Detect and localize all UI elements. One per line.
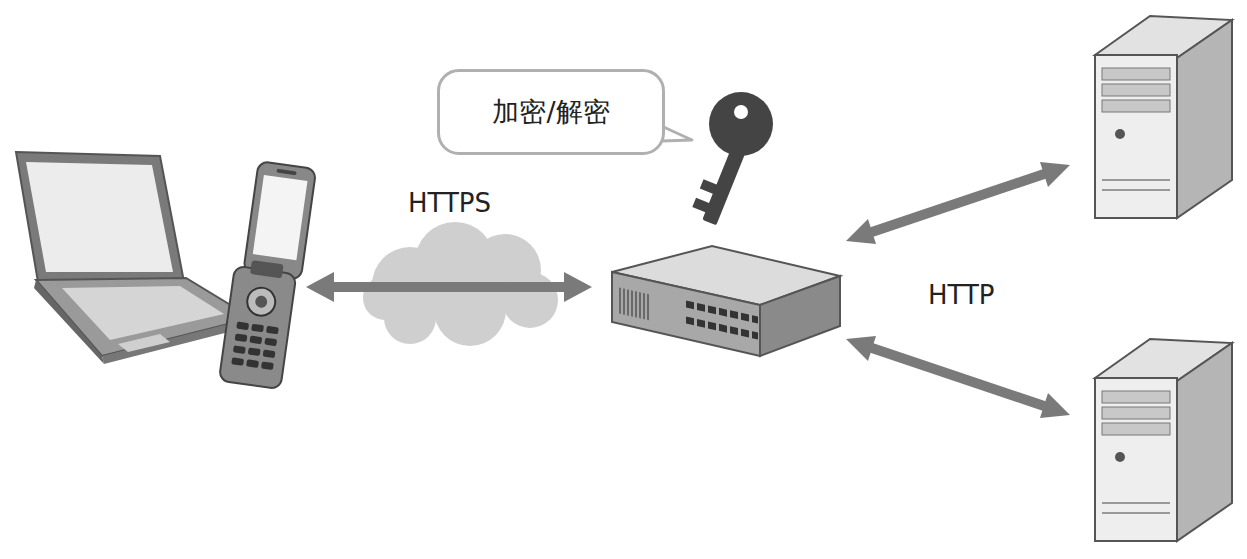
switch-icon-part-part-part: [631, 290, 633, 316]
phone-icon-part-part: [248, 347, 261, 356]
phone-icon-part-part: [246, 359, 259, 368]
server-icon-part-part: [1102, 100, 1170, 112]
server-icon-part: [1095, 55, 1177, 218]
phone-icon-part: [253, 175, 308, 260]
switch-icon-part-part-part: [719, 324, 727, 333]
phone-icon-part-part: [261, 361, 274, 370]
server-icon-part-part: [1102, 407, 1170, 419]
switch-icon-part-part-part: [741, 313, 749, 322]
switch-icon-part-part-part: [730, 326, 738, 335]
switch-icon-part-part-part: [627, 290, 629, 316]
bubble-text: 加密/解密: [492, 94, 609, 130]
phone-icon-part-part: [263, 350, 276, 359]
switch-icon-part: [760, 276, 840, 356]
switch-icon-part-part-part: [708, 305, 716, 314]
switch-icon-part-part-part: [719, 308, 727, 317]
phone-icon-part: [243, 161, 316, 280]
double-arrow: [846, 162, 1070, 418]
switch-icon-part-part-part: [647, 294, 649, 320]
switch-icon-part-part-part: [741, 329, 749, 338]
double-arrow-part: [846, 336, 876, 361]
switch-icon-part-part-part: [639, 292, 641, 318]
laptop-icon-part: [36, 278, 252, 356]
protocol-label: HTTPS: [408, 188, 491, 218]
phone-icon-part-part: [235, 333, 248, 342]
server-icon-part-part: [1102, 391, 1170, 403]
switch-icon-part-part-part: [686, 317, 694, 326]
server-icon-part: [1102, 512, 1170, 514]
server-icon-part: [1102, 68, 1170, 112]
switch-icon-part-part-part: [730, 310, 738, 319]
server-icon-part: [1102, 179, 1170, 181]
double-arrow-part: [328, 282, 572, 292]
double-arrow-part: [866, 346, 1050, 408]
key-icon: [689, 92, 773, 225]
server-icon-part-part: [1102, 423, 1170, 435]
laptop-icon-part: [26, 162, 173, 272]
switch-icon-part-part-part: [635, 291, 637, 317]
server-icon-part: [1102, 502, 1170, 504]
phone-icon-part-part: [266, 326, 279, 335]
phone-icon-part: [276, 169, 296, 176]
double-arrow-part: [306, 272, 334, 302]
cloud-shape-part: [502, 272, 558, 328]
phone-icon-part-part: [236, 322, 249, 331]
phone-icon-part-part: [233, 345, 246, 354]
phone-icon-part-part: [249, 336, 262, 345]
server-icon-part: [1177, 20, 1232, 218]
server-icon-part: [1115, 129, 1125, 139]
double-arrow-part: [1040, 162, 1070, 187]
double-arrow: [306, 272, 592, 302]
switch-icon-part-part-part: [752, 331, 758, 339]
switch-icon-part-part-part: [697, 319, 705, 328]
switch-icon-part: [620, 286, 758, 345]
phone-icon: [219, 160, 316, 390]
server-icon-part-part: [1102, 68, 1170, 80]
phone-icon-part: [219, 266, 297, 389]
switch-icon: [612, 246, 840, 356]
switch-icon-part-part-part: [708, 321, 716, 330]
double-arrow-part: [564, 272, 592, 302]
server-icon-part: [1095, 378, 1177, 541]
switch-icon-part-part-part: [697, 303, 705, 312]
server-icon-part: [1177, 343, 1232, 541]
switch-icon-part-part: [686, 301, 758, 340]
protocol-label: HTTP: [928, 280, 995, 310]
key-icon-part: [734, 105, 748, 119]
laptop-icon-part: [118, 334, 170, 352]
phone-icon-part: [231, 322, 279, 370]
server-icon-part-part: [1102, 84, 1170, 96]
phone-icon-part-part: [264, 338, 277, 347]
switch-icon-part-part: [620, 288, 648, 320]
switch-icon-part: [612, 272, 760, 356]
key-icon-part-part: [700, 179, 719, 194]
laptop-icon-part: [62, 286, 224, 340]
server-icon: [1095, 339, 1232, 541]
phone-icon-part: [245, 286, 277, 318]
phone-icon-part: [250, 260, 284, 278]
server-icon: [1095, 16, 1232, 218]
switch-icon-part-part-part: [686, 301, 694, 310]
server-icon-part: [1115, 452, 1125, 462]
laptop-icon: [16, 152, 252, 364]
key-icon-part-part: [692, 198, 711, 213]
switch-icon-part-part-part: [752, 315, 758, 323]
server-icon-part: [1102, 391, 1170, 435]
double-arrow-part: [866, 172, 1050, 234]
switch-icon-part-part-part: [623, 289, 625, 315]
switch-icon-part-part-part: [619, 288, 621, 314]
key-icon-part: [709, 92, 773, 156]
double-arrow-part: [846, 219, 876, 244]
switch-icon-part-part-part: [643, 293, 645, 319]
phone-icon-part-part: [251, 324, 264, 333]
server-icon-part: [1102, 189, 1170, 191]
speech-bubble: 加密/解密: [437, 69, 665, 155]
phone-icon-part: [254, 295, 268, 309]
double-arrow-part: [1040, 393, 1070, 418]
phone-icon-part-part: [231, 357, 244, 366]
laptop-icon-part: [16, 152, 184, 282]
